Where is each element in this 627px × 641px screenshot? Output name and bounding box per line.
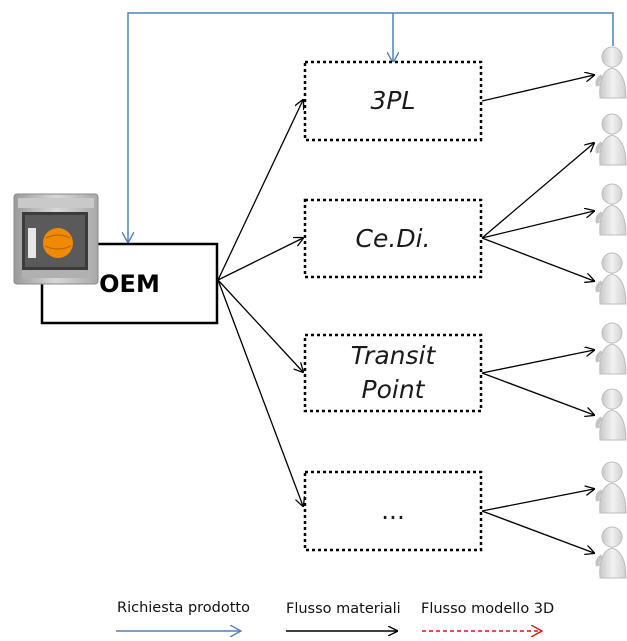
customer-person-icon: [595, 46, 627, 99]
customers: [595, 46, 627, 579]
customer-person-icon: [595, 461, 627, 514]
3d-printer-icon: [13, 193, 99, 285]
customer-person-icon: [595, 252, 627, 305]
customer-person-icon: [595, 183, 627, 236]
node-box-3pl: [303, 60, 483, 142]
customer-person-icon: [595, 322, 627, 375]
node-label-transit-line2: Point: [361, 375, 425, 404]
node-box-other: [303, 470, 483, 552]
customer-person-icon: [595, 526, 627, 579]
legend-model3d-label: Flusso modello 3D: [421, 601, 555, 617]
node-label-cedi: Ce.Di.: [355, 223, 431, 253]
node-label-3pl: 3PL: [370, 86, 416, 116]
node-label-transit-line1: Transit: [350, 341, 436, 371]
node-label-transit: Transit Point: [305, 335, 481, 411]
customer-person-icon: [595, 388, 627, 441]
customer-material-arrows: [481, 75, 594, 553]
node-label-other: ...: [381, 496, 405, 526]
legend-request-label: Richiesta prodotto: [117, 600, 250, 616]
node-box-transit: [303, 333, 483, 413]
legend-materials-label: Flusso materiali: [286, 601, 401, 617]
oem-material-arrows: [217, 100, 303, 506]
node-boxes: [303, 60, 483, 552]
oem-label: OEM: [99, 269, 160, 298]
node-box-cedi: [303, 198, 483, 279]
customer-person-icon: [595, 113, 627, 166]
request-loop-arrow: [128, 12, 614, 242]
